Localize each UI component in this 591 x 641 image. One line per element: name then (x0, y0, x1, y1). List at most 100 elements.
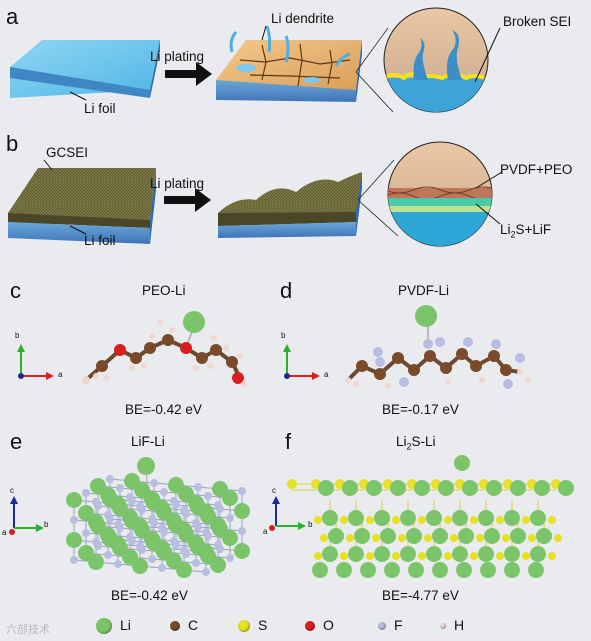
f-atom (82, 489, 90, 497)
li-atom (348, 546, 364, 562)
legend-swatch-o (305, 621, 315, 632)
s-atom (314, 516, 322, 524)
s-atom (398, 534, 406, 542)
f-atom (106, 475, 114, 483)
legend-item-li: Li (96, 617, 131, 635)
s-atom (548, 516, 556, 524)
s-atom (366, 516, 374, 524)
li-atom (348, 510, 364, 526)
li2s-lif-label: Li2S+LiF (500, 222, 551, 240)
panel-label-c: c (10, 278, 21, 303)
li-atom (486, 480, 502, 496)
li-atom (426, 510, 442, 526)
s-atom (340, 552, 348, 560)
li-foil-label-b: Li foil (84, 233, 116, 248)
axis-a-label-d: a (324, 370, 329, 379)
f-atom (104, 551, 112, 559)
s-atom (522, 552, 530, 560)
f-atom (204, 492, 212, 500)
li2s-li-title-main: Li (396, 434, 407, 449)
li-dendrite-label: Li dendrite (271, 11, 335, 26)
axis-b-label-d: b (281, 331, 286, 340)
f-atom (192, 559, 200, 567)
legend-item-c: C (170, 617, 198, 633)
panel-label-f: f (285, 429, 292, 454)
f-atom (104, 511, 112, 519)
s-atom (320, 534, 328, 542)
legend-label-c: C (188, 617, 199, 633)
li-atom (110, 536, 126, 552)
li-plating-label-b: Li plating (150, 176, 205, 191)
s-atom (470, 552, 478, 560)
li-atom (336, 562, 352, 578)
panel-label-e: e (10, 429, 23, 454)
f-atom (114, 520, 122, 528)
f-atom (126, 493, 134, 501)
li-atom (400, 546, 416, 562)
legend-label-s: S (258, 617, 268, 633)
li2s-sub: 2 (510, 229, 516, 240)
legend-label-li: Li (120, 617, 131, 633)
s-atom (418, 516, 426, 524)
pvdf-peo-label: PVDF+PEO (500, 162, 573, 177)
s-atom (314, 552, 322, 560)
f-atom (92, 498, 100, 506)
li-atom (384, 562, 400, 578)
li-atom (312, 562, 328, 578)
f-atom (214, 541, 222, 549)
li-atom (480, 562, 496, 578)
s-atom (418, 552, 426, 560)
li2s-li-title-rest: S-Li (411, 434, 436, 449)
peo-li-title: PEO-Li (142, 283, 186, 298)
li-atom (66, 532, 82, 548)
s-atom (548, 552, 556, 560)
lif-li-title: LiF-Li (131, 434, 165, 449)
li-atom (360, 562, 376, 578)
s-atom (450, 534, 458, 542)
f-atom (158, 564, 166, 572)
li-atom (176, 562, 192, 578)
li-atom (510, 480, 526, 496)
f-atom (192, 519, 200, 527)
lif-li-be: BE=-0.42 eV (111, 588, 188, 603)
li-atom (478, 510, 494, 526)
legend-swatch-h (440, 623, 446, 630)
s-atom (424, 534, 432, 542)
li-atom (342, 480, 358, 496)
li-atom (322, 546, 338, 562)
li-atom (210, 517, 226, 533)
f-atom (180, 546, 188, 554)
s-atom (340, 516, 348, 524)
f-atom (136, 542, 144, 550)
li-atom (408, 562, 424, 578)
f-atom (150, 479, 158, 487)
legend-item-f: F (378, 617, 403, 633)
legend-swatch-s (238, 620, 250, 633)
li-atom (366, 480, 382, 496)
watermark: 六部技术 (6, 624, 50, 636)
legend-item-o: O (305, 617, 334, 633)
legend-label-h: H (454, 617, 465, 633)
s-atom (528, 534, 536, 542)
f-atom (170, 497, 178, 505)
f-atom (82, 529, 90, 537)
s-atom (346, 534, 354, 542)
legend-item-s: S (238, 617, 267, 633)
li-atom (390, 480, 406, 496)
li-atom (478, 546, 494, 562)
li-atom (484, 528, 500, 544)
li-atom (528, 562, 544, 578)
li-atom (454, 455, 470, 471)
s-atom (554, 534, 562, 542)
li-atom (374, 510, 390, 526)
axis-c-label-e: c (10, 486, 14, 495)
panel-label-a: a (6, 4, 19, 29)
f-atom (160, 488, 168, 496)
li-atom (210, 557, 226, 573)
f-atom (70, 516, 78, 524)
axis-a-label-e: a (2, 528, 7, 537)
